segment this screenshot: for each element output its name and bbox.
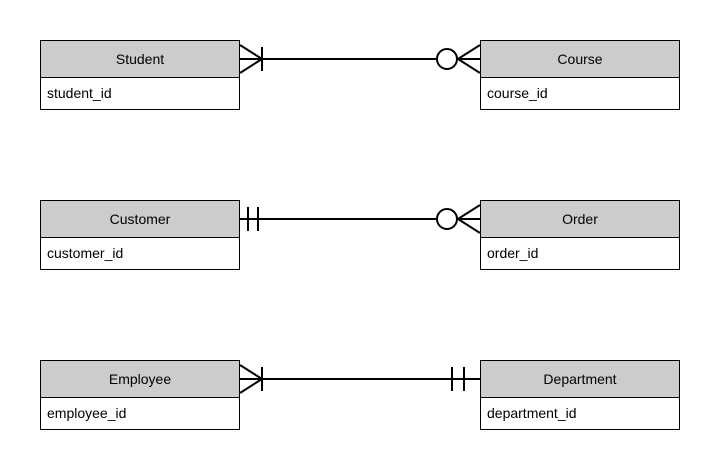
connector-student-course: [230, 40, 490, 80]
entity-customer[interactable]: Customer customer_id: [40, 200, 240, 270]
entity-customer-title: Customer: [41, 201, 239, 238]
relationship-customer-order: Customer customer_id Or: [0, 200, 720, 272]
entity-course-attribute: course_id: [481, 78, 679, 109]
entity-student[interactable]: Student student_id: [40, 40, 240, 110]
connector-customer-order-svg: [240, 204, 481, 234]
relationship-student-course: Student student_id: [0, 40, 720, 112]
entity-department[interactable]: Department department_id: [480, 360, 680, 430]
connector-customer-order: [230, 200, 490, 240]
entity-student-title: Student: [41, 41, 239, 78]
entity-course[interactable]: Course course_id: [480, 40, 680, 110]
entity-department-title: Department: [481, 361, 679, 398]
connector-employee-department: [230, 360, 490, 400]
cardinality-one-or-many-left: [239, 364, 263, 394]
cardinality-exactly-one-left: [247, 207, 259, 231]
entity-employee-attribute: employee_id: [41, 398, 239, 429]
entity-employee[interactable]: Employee employee_id: [40, 360, 240, 430]
cardinality-one-or-many-left: [239, 44, 263, 74]
cardinality-exactly-one-right: [451, 367, 465, 391]
entity-student-attribute: student_id: [41, 78, 239, 109]
entity-order-title: Order: [481, 201, 679, 238]
cardinality-zero-or-many-right: [436, 204, 481, 234]
connector-student-course-svg: [239, 44, 481, 74]
entity-order-attribute: order_id: [481, 238, 679, 269]
connector-employee-department-svg: [239, 364, 480, 394]
cardinality-zero-or-many-right: [436, 44, 481, 74]
entity-course-title: Course: [481, 41, 679, 78]
relationship-employee-department: Employee employee_id De: [0, 360, 720, 432]
entity-department-attribute: department_id: [481, 398, 679, 429]
entity-employee-title: Employee: [41, 361, 239, 398]
entity-customer-attribute: customer_id: [41, 238, 239, 269]
entity-order[interactable]: Order order_id: [480, 200, 680, 270]
